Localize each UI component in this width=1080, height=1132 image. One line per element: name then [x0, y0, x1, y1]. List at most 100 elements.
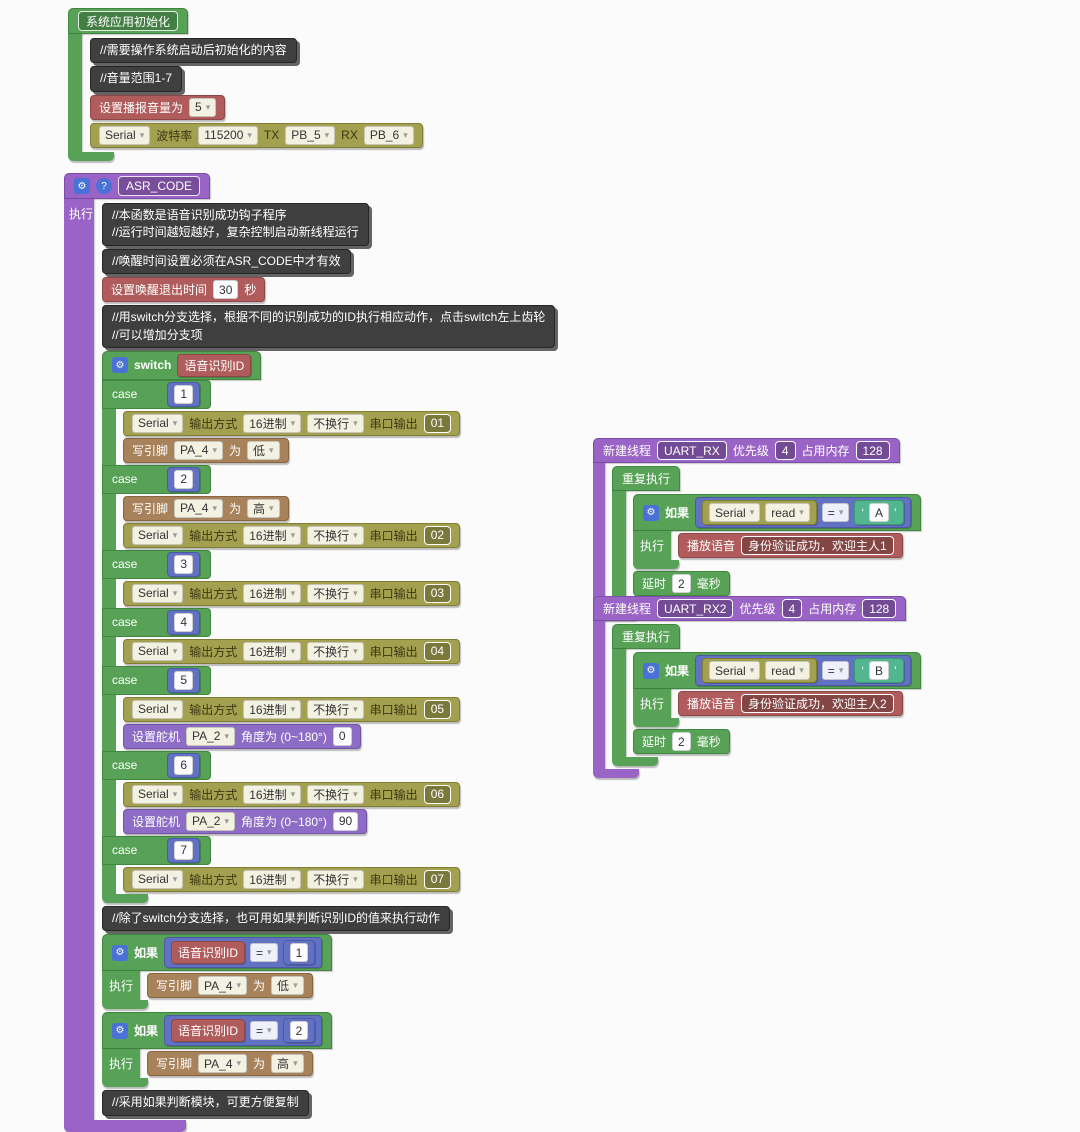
delay-block[interactable]: 延时 2 毫秒 [633, 729, 730, 754]
pin-level-dropdown[interactable]: 高 [271, 1054, 304, 1074]
thread-mem-input[interactable]: 128 [855, 441, 890, 460]
serial-newline-dropdown[interactable]: 不换行 [307, 413, 364, 433]
voice-id-block[interactable]: 语音识别ID [177, 353, 252, 377]
thread-name-input[interactable]: UART_RX [657, 441, 727, 460]
if-header[interactable]: ⚙ 如果 语音识别ID = 2 [102, 1012, 333, 1050]
case-value-block[interactable]: 4 [167, 609, 201, 635]
operator-dropdown[interactable]: = [821, 503, 850, 522]
play-voice-block[interactable]: 播放语音 身份验证成功，欢迎主人2 [678, 691, 903, 716]
case-value[interactable]: 2 [174, 469, 194, 489]
operator-dropdown[interactable]: = [821, 661, 850, 680]
write-pin-block[interactable]: 写引脚 PA_4 为 高 [147, 1051, 313, 1077]
case-value[interactable]: 7 [174, 840, 194, 860]
serial-mode-dropdown[interactable]: 16进制 [243, 641, 302, 661]
case-value[interactable]: 1 [174, 384, 194, 404]
thread-block[interactable]: 新建线程 UART_RX2 优先级 4 占用内存 128 重复执行 ⚙ 如果 [593, 596, 921, 778]
case-row[interactable]: case 3 [102, 549, 212, 579]
number-block[interactable]: 1 [282, 940, 316, 966]
serial-out-value[interactable]: 05 [423, 699, 452, 719]
gear-icon[interactable]: ⚙ [112, 357, 128, 374]
thread-prio-input[interactable]: 4 [774, 441, 796, 460]
compare-block[interactable]: 语音识别ID = 1 [164, 937, 323, 969]
serial-mode-dropdown[interactable]: 16进制 [243, 869, 302, 889]
comment-block[interactable]: //用switch分支选择，根据不同的识别成功的ID执行相应动作，点击switc… [102, 305, 556, 348]
delay-input[interactable]: 2 [672, 574, 691, 593]
loop-header[interactable]: 重复执行 [612, 624, 681, 649]
comment-block[interactable]: //除了switch分支选择，也可用如果判断识别ID的值来执行动作 [102, 905, 451, 932]
serial-out-value[interactable]: 02 [423, 525, 452, 545]
pin-dropdown[interactable]: PA_4 [198, 1054, 248, 1074]
serial-read-block[interactable]: Serial read [702, 500, 817, 525]
serial-port-dropdown[interactable]: Serial [132, 641, 184, 661]
serial-mode-dropdown[interactable]: 16进制 [243, 413, 302, 433]
case-row[interactable]: case 7 [102, 835, 212, 865]
case-value-block[interactable]: 3 [167, 551, 201, 577]
if-header[interactable]: ⚙ 如果 Serial read = ‘ [633, 494, 921, 531]
rx-dropdown[interactable]: PB_6 [363, 125, 414, 145]
gear-icon[interactable]: ⚙ [74, 178, 90, 194]
case-row[interactable]: case 2 [102, 464, 212, 494]
serial-newline-dropdown[interactable]: 不换行 [307, 784, 364, 804]
serial-print-block[interactable]: Serial 输出方式 16进制 不换行 串口输出 02 [123, 522, 461, 548]
write-pin-block[interactable]: 写引脚 PA_4 为 低 [123, 437, 289, 463]
serial-out-value[interactable]: 06 [423, 784, 452, 804]
servo-block[interactable]: 设置舵机 PA_2 角度为 (0~180°) 90 [123, 808, 368, 834]
case-value-block[interactable]: 6 [167, 752, 201, 778]
serial-port-dropdown[interactable]: Serial [132, 869, 184, 889]
case-value[interactable]: 3 [174, 554, 194, 574]
switch-block[interactable]: ⚙ switch 语音识别ID case 1 Serial 输出方式 16进制 … [102, 350, 461, 903]
comment-block[interactable]: //需要操作系统启动后初始化的内容 [90, 38, 297, 64]
serial-mode-dropdown[interactable]: 16进制 [243, 525, 302, 545]
pin-level-dropdown[interactable]: 高 [247, 498, 280, 518]
if-header[interactable]: ⚙ 如果 Serial read = ‘ [633, 652, 921, 689]
thread-header[interactable]: 新建线程 UART_RX 优先级 4 占用内存 128 [593, 438, 900, 463]
case-value[interactable]: 6 [174, 755, 194, 775]
switch-header[interactable]: ⚙ switch 语音识别ID [102, 350, 262, 380]
loop-block[interactable]: 重复执行 ⚙ 如果 Serial read [612, 624, 921, 766]
if-header[interactable]: ⚙ 如果 语音识别ID = 1 [102, 934, 333, 972]
delay-block[interactable]: 延时 2 毫秒 [633, 571, 730, 596]
serial-newline-dropdown[interactable]: 不换行 [307, 869, 364, 889]
serial-out-value[interactable]: 07 [423, 869, 452, 889]
write-pin-block[interactable]: 写引脚 PA_4 为 高 [123, 495, 289, 521]
serial-newline-dropdown[interactable]: 不换行 [307, 699, 364, 719]
case-value-block[interactable]: 1 [167, 381, 201, 407]
number-block[interactable]: 2 [282, 1018, 316, 1044]
char-input[interactable]: A [869, 503, 890, 522]
serial-print-block[interactable]: Serial 输出方式 16进制 不换行 串口输出 06 [123, 781, 461, 807]
servo-angle-input[interactable]: 0 [332, 726, 352, 746]
number-value[interactable]: 2 [289, 1021, 309, 1041]
serial-print-block[interactable]: Serial 输出方式 16进制 不换行 串口输出 03 [123, 580, 461, 606]
case-row[interactable]: case 4 [102, 607, 212, 637]
if-block[interactable]: ⚙ 如果 语音识别ID = 1 执行 写引脚 PA_4 为 [102, 934, 333, 1010]
wake-timeout-block[interactable]: 设置唤醒退出时间 30 秒 [102, 277, 266, 303]
comment-block[interactable]: //音量范围1-7 [90, 66, 183, 92]
case-row[interactable]: case 1 [102, 379, 212, 409]
thread-prio-input[interactable]: 4 [781, 599, 803, 618]
volume-dropdown[interactable]: 5 [189, 97, 217, 117]
serial-newline-dropdown[interactable]: 不换行 [307, 525, 364, 545]
serial-mode-dropdown[interactable]: 16进制 [243, 699, 302, 719]
compare-block[interactable]: Serial read = ‘ B ’ [695, 655, 911, 686]
help-icon[interactable]: ? [96, 178, 112, 194]
init-block[interactable]: 系统应用初始化 //需要操作系统启动后初始化的内容 //音量范围1-7 设置播报… [68, 8, 423, 161]
play-voice-block[interactable]: 播放语音 身份验证成功，欢迎主人1 [678, 533, 903, 558]
number-value[interactable]: 1 [289, 943, 309, 963]
serial-port-dropdown[interactable]: Serial [132, 583, 184, 603]
serial-out-value[interactable]: 03 [423, 583, 452, 603]
thread-header[interactable]: 新建线程 UART_RX2 优先级 4 占用内存 128 [593, 596, 907, 621]
asr-code-block[interactable]: ⚙ ? ASR_CODE 执行 //本函数是语音识别成功钩子程序 //运行时间越… [64, 173, 556, 1132]
baud-dropdown[interactable]: 115200 [198, 125, 258, 145]
serial-port-dropdown[interactable]: Serial [132, 699, 184, 719]
servo-angle-input[interactable]: 90 [332, 811, 359, 831]
serial-port-dropdown[interactable]: Serial [132, 784, 184, 804]
case-value[interactable]: 5 [174, 670, 194, 690]
compare-block[interactable]: Serial read = ‘ A ’ [695, 497, 911, 528]
comment-block[interactable]: //唤醒时间设置必须在ASR_CODE中才有效 [102, 248, 351, 275]
if-block[interactable]: ⚙ 如果 Serial read = ‘ [633, 494, 921, 569]
comment-block[interactable]: //采用如果判断模块，可更方便复制 [102, 1090, 309, 1116]
case-value-block[interactable]: 2 [167, 466, 201, 492]
tx-dropdown[interactable]: PB_5 [285, 125, 336, 145]
char-block[interactable]: ‘ B ’ [854, 658, 904, 683]
serial-port-dropdown[interactable]: Serial [709, 503, 761, 522]
